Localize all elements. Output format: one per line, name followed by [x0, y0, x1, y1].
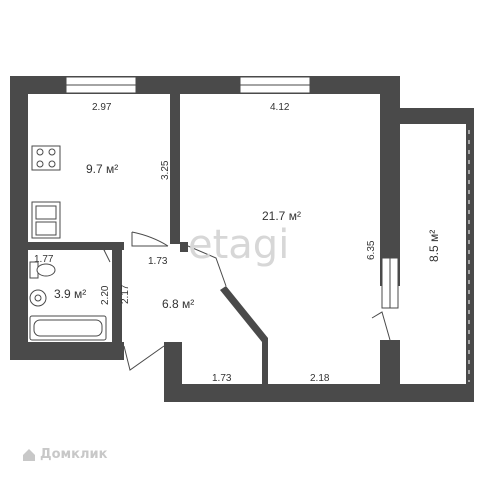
bathroom-area-label: 3.9 м²	[54, 287, 86, 301]
living-width-label: 4.12	[270, 102, 290, 113]
bathroom-width-label: 1.77	[34, 254, 54, 265]
bathroom-fixtures	[29, 261, 107, 341]
area-labels: 9.7 м² 21.7 м² 3.9 м² 6.8 м² 8.5 м²	[54, 162, 441, 311]
kitchen-width-label: 2.97	[92, 102, 112, 113]
doors	[103, 231, 391, 371]
interior-walls	[28, 94, 268, 384]
house-icon	[23, 448, 35, 461]
hall-bottom-label: 1.73	[212, 373, 232, 384]
kitchen-area-label: 9.7 м²	[86, 162, 118, 176]
dimension-labels: 2.97 3.25 4.12 6.35 2.18 1.77 2.20 2.17 …	[34, 102, 377, 384]
windows	[65, 76, 470, 382]
hall-side-label: 2.17	[120, 284, 131, 304]
watermark-text: etagi	[188, 222, 289, 268]
living-height-label: 6.35	[366, 240, 377, 260]
hall-top-label: 1.73	[148, 256, 168, 267]
living-area-label: 21.7 м²	[262, 209, 301, 223]
balcony-area-label: 8.5 м²	[427, 230, 441, 262]
kitchen-fixtures	[31, 145, 61, 239]
brand-logo: Домклик	[22, 447, 107, 462]
bathroom-height-label: 2.20	[100, 285, 111, 305]
stove-icon	[31, 145, 61, 171]
hall-area-label: 6.8 м²	[162, 297, 194, 311]
kitchen-height-label: 3.25	[160, 160, 171, 180]
living-bottom-label: 2.18	[310, 373, 330, 384]
brand-name: Домклик	[40, 447, 108, 462]
